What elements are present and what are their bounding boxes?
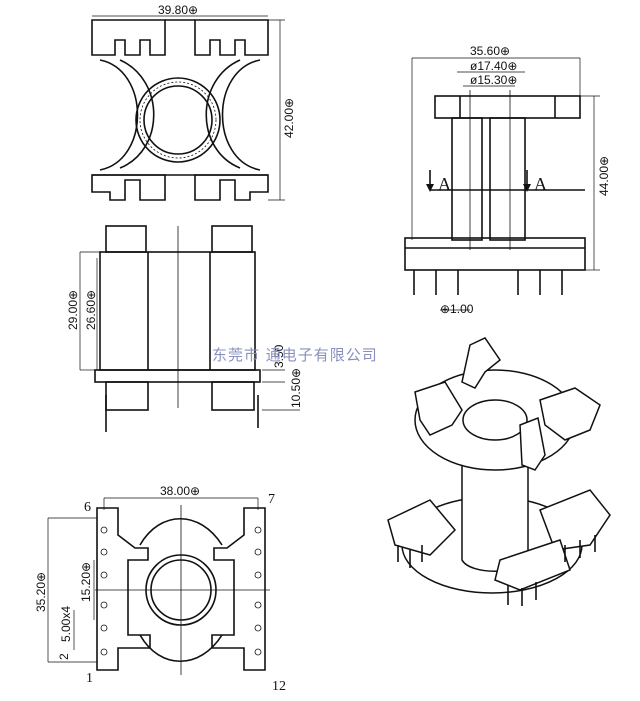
section-label-left: A: [438, 174, 451, 194]
side-view-height-dim: 44.00⊕: [597, 156, 611, 196]
front-view-dim-4: 10.50⊕: [289, 368, 303, 408]
watermark: 东莞市 通电子有限公司: [212, 346, 378, 364]
front-view-dim-3: 3.50: [272, 344, 286, 368]
bottom-view-center-dim: 15.20⊕: [79, 562, 93, 602]
front-view-dim-2: 26.60⊕: [84, 290, 98, 330]
top-view: 39.80⊕ 42.00⊕: [91, 3, 296, 201]
pin-label-7: 7: [268, 492, 275, 507]
pin-label-6: 6: [84, 500, 91, 515]
front-view-dim-1: 29.00⊕: [66, 290, 80, 330]
side-view: 35.60⊕ ø17.40⊕ ø15.30⊕ 44.00⊕ ⊕1.00 A A: [404, 44, 611, 316]
isometric-pins: [397, 535, 596, 606]
bottom-view: 38.00⊕ 35.20⊕ 15.20⊕ 5.00x4 2 6 7 1 12: [34, 484, 286, 694]
pin-label-12: 12: [272, 679, 286, 694]
side-view-pins: [413, 270, 563, 295]
bottom-view-small-dim: 2: [57, 653, 71, 660]
bottom-view-height-dim: 35.20⊕: [34, 572, 48, 612]
top-view-width-dim: 39.80⊕: [158, 3, 198, 17]
pin-label-1: 1: [86, 671, 93, 686]
isometric-view: [387, 337, 611, 606]
front-view: 29.00⊕ 26.60⊕ 3.50 10.50⊕: [66, 225, 303, 432]
top-view-height-dim: 42.00⊕: [282, 98, 296, 138]
section-label-right: A: [534, 174, 547, 194]
side-view-width-dim: 35.60⊕: [470, 44, 510, 58]
bottom-view-width-dim: 38.00⊕: [160, 484, 200, 498]
side-view-inner-dia-2: ø15.30⊕: [470, 73, 517, 87]
side-view-pin-dim: ⊕1.00: [440, 302, 474, 316]
side-view-inner-dia-1: ø17.40⊕: [470, 59, 517, 73]
bottom-view-pins: [100, 526, 262, 656]
bottom-view-pitch-dim: 5.00x4: [59, 606, 73, 642]
